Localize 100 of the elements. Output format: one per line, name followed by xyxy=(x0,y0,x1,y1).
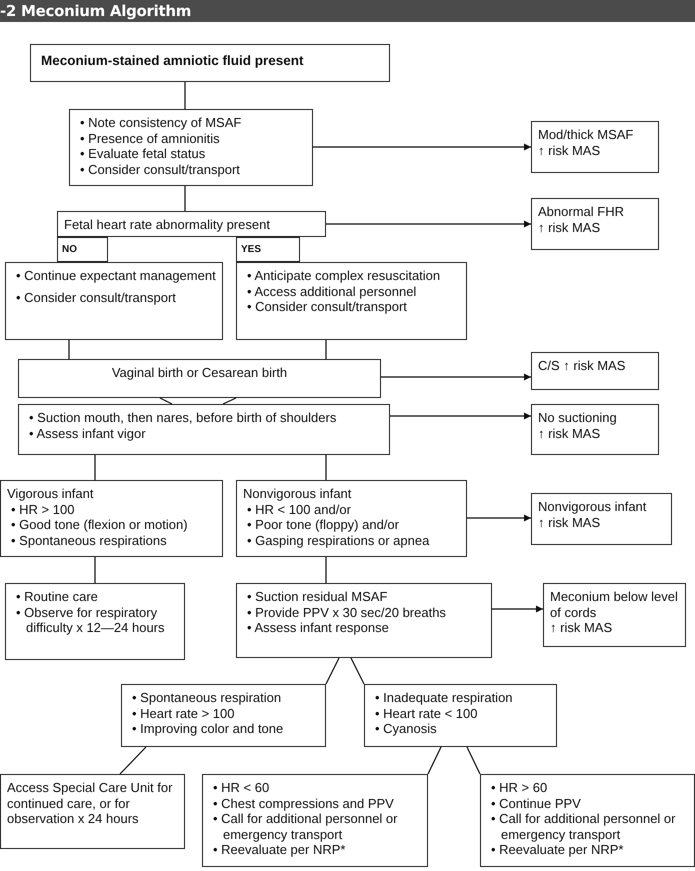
list-item: • Heart rate > 100 xyxy=(131,706,236,721)
process-box xyxy=(0,774,185,849)
list-item: • Suction mouth, then nares, before birth of shoulders xyxy=(28,410,338,426)
box-heading: Vigorous infant xyxy=(7,486,94,502)
connector-line xyxy=(325,658,340,684)
list-item: • Consider consult/transport xyxy=(79,162,241,177)
box-text: Mod/thick MSAF xyxy=(538,127,634,142)
list-item: • Chest compressions and PPV xyxy=(212,796,395,811)
connector-line xyxy=(427,746,442,774)
box-text: Meconium-stained amniotic fluid present xyxy=(41,53,305,68)
list-item: • Provide PPV x 30 sec/20 breaths xyxy=(246,604,447,620)
process-box xyxy=(364,684,557,747)
connector-line xyxy=(466,746,481,774)
box-text: ↑ risk MAS xyxy=(538,220,602,235)
box-text: Fetal heart rate abnormality present xyxy=(64,217,271,232)
process-box xyxy=(69,109,313,186)
connector-line xyxy=(94,455,96,480)
box-text: ↑ risk MAS xyxy=(538,426,602,441)
list-item: • Consider consult/transport xyxy=(246,299,408,314)
box-text: YES xyxy=(241,243,262,257)
connector-line xyxy=(222,397,236,405)
process-box xyxy=(30,44,390,82)
list-item: • Inadequate respiration xyxy=(374,690,514,706)
process-box xyxy=(5,262,223,340)
list-item: • Continue expectant management xyxy=(15,268,216,284)
process-box xyxy=(236,583,492,658)
box-text: ↑ risk MAS xyxy=(550,620,614,636)
list-item: • HR < 60 xyxy=(212,780,270,796)
process-box xyxy=(18,359,381,398)
arrow xyxy=(492,606,543,612)
list-item: • Spontaneous respirations xyxy=(10,532,168,548)
process-box xyxy=(480,774,695,867)
arrow xyxy=(390,412,531,420)
list-item: • Good tone (flexion or motion) xyxy=(10,517,189,532)
process-box xyxy=(543,583,686,647)
list-item: • Presence of amnionitis xyxy=(79,130,221,146)
connector-line xyxy=(184,82,186,109)
connector-line xyxy=(94,557,96,583)
box-text: Meconium below level of cords xyxy=(550,589,679,620)
list-item: • Note consistency of MSAF xyxy=(79,115,242,130)
list-item: • Routine care xyxy=(15,589,99,604)
box-text: C/S ↑ risk MAS xyxy=(538,358,626,374)
process-box xyxy=(531,198,659,250)
connector-line xyxy=(184,186,186,211)
box-text: Abnormal FHR xyxy=(538,204,625,220)
connector-line xyxy=(325,455,327,480)
branch-tab xyxy=(236,237,300,262)
list-item: • Gasping respirations or apnea xyxy=(246,532,430,548)
arrow xyxy=(326,220,531,228)
branch-tab xyxy=(57,237,108,262)
list-item: • Observe for respiratory difficulty x 12—24 hours xyxy=(15,604,166,636)
process-box xyxy=(5,583,185,660)
list-item: • Improving color and tone xyxy=(131,721,284,736)
box-text: NO xyxy=(62,243,78,257)
connector-line xyxy=(350,658,365,684)
arrow xyxy=(381,374,531,380)
box-text: ↑ risk MAS xyxy=(538,142,602,158)
connector-line xyxy=(325,557,327,583)
box-text: ↑ risk MAS xyxy=(538,514,602,530)
list-item: • HR > 100 xyxy=(10,502,76,517)
list-item: • Call for additional personnel or emergency transport xyxy=(490,811,676,842)
box-heading: Nonvigorous infant xyxy=(243,486,352,502)
list-item: • Anticipate complex resuscitation xyxy=(246,268,442,284)
list-item: • Spontaneous respiration xyxy=(131,690,282,706)
process-box xyxy=(18,404,390,455)
list-item: • Access additional personnel xyxy=(246,284,418,299)
box-text: Nonvigorous infant xyxy=(538,499,648,514)
process-box xyxy=(202,774,428,867)
process-box xyxy=(57,211,326,237)
process-box xyxy=(531,404,659,455)
process-box xyxy=(236,480,467,557)
list-item: • Cyanosis xyxy=(374,721,438,736)
connector-line xyxy=(160,397,172,405)
title-text: -2 Meconium Algorithm xyxy=(0,2,192,20)
list-item: • Reevaluate per NRP* xyxy=(490,842,624,858)
list-item: • Evaluate fetal status xyxy=(79,146,206,162)
connector-line xyxy=(120,746,146,774)
list-item: • Assess infant response xyxy=(246,620,390,636)
list-item: • Consider consult/transport xyxy=(15,290,177,305)
list-item: • Poor tone (floppy) and/or xyxy=(246,517,400,532)
process-box xyxy=(121,684,326,747)
list-item: • Reevaluate per NRP* xyxy=(212,842,346,858)
list-item: • HR > 60 xyxy=(490,780,548,796)
connector-line xyxy=(325,340,327,359)
process-box xyxy=(531,352,659,390)
box-text: Vaginal birth or Cesarean birth xyxy=(110,365,288,380)
process-box xyxy=(531,121,659,173)
list-item: • Continue PPV xyxy=(490,796,582,811)
box-text: No suctioning xyxy=(538,410,618,426)
list-item: • Heart rate < 100 xyxy=(374,706,478,721)
arrow xyxy=(467,514,531,522)
list-item: • Assess infant vigor xyxy=(28,426,147,441)
list-item: • HR < 100 and/or xyxy=(246,502,352,517)
process-box xyxy=(0,480,223,557)
connector-line xyxy=(68,340,70,359)
arrow xyxy=(313,144,531,150)
process-box xyxy=(236,262,467,340)
process-box xyxy=(531,493,672,545)
list-item: • Suction residual MSAF xyxy=(246,589,388,604)
list-item: • Call for additional personnel or emergency transport xyxy=(212,811,398,842)
